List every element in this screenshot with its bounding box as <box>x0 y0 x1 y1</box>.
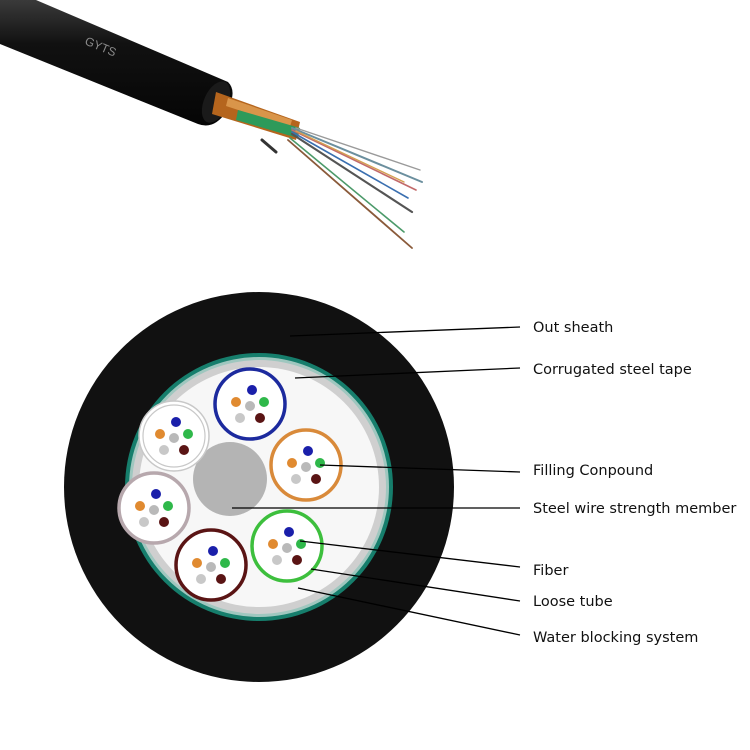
loose-tube-inner-wall <box>142 404 206 468</box>
fiber <box>245 401 255 411</box>
fiber <box>179 445 189 455</box>
leader-filling <box>319 464 521 473</box>
fiber <box>135 501 145 511</box>
fiber <box>282 543 292 553</box>
cross-section <box>64 292 454 682</box>
cable-photo: GYTS <box>0 0 423 249</box>
fiber <box>192 558 202 568</box>
leader-steel-tape <box>294 367 521 379</box>
fiber <box>292 555 302 565</box>
fiber <box>155 429 165 439</box>
fiber <box>151 489 161 499</box>
fiber <box>301 462 311 472</box>
fiber <box>206 562 216 572</box>
fiber <box>216 574 226 584</box>
fiber <box>303 446 313 456</box>
loose-tubes <box>117 367 343 602</box>
fiber <box>183 429 193 439</box>
fiber <box>196 574 206 584</box>
fiber <box>235 413 245 423</box>
fiber <box>149 505 159 515</box>
label-filling-compound: Filling Conpound <box>533 463 653 479</box>
fiber <box>231 397 241 407</box>
label-loose-tube: Loose tube <box>533 594 613 610</box>
fiber <box>259 397 269 407</box>
leader-fiber <box>299 540 521 568</box>
fiber <box>220 558 230 568</box>
fiber <box>268 539 278 549</box>
label-out-sheath: Out sheath <box>533 320 613 336</box>
fiber <box>159 445 169 455</box>
fiber <box>315 458 325 468</box>
label-corrugated-steel-tape: Corrugated steel tape <box>533 362 692 378</box>
leader-lines <box>232 326 521 636</box>
inner-tape-highlight <box>226 98 292 127</box>
fiber-strands <box>260 127 423 249</box>
loose-tube-white <box>138 400 210 472</box>
leader-out-sheath <box>289 326 521 337</box>
cable-jacket <box>0 0 233 126</box>
loose-tube-slate <box>117 471 191 545</box>
leader-water-blocking <box>297 587 521 636</box>
fiber <box>208 546 218 556</box>
fiber <box>284 527 294 537</box>
fiber <box>255 413 265 423</box>
fiber <box>311 474 321 484</box>
loose-tube-brown <box>174 528 248 602</box>
fiber <box>163 501 173 511</box>
fiber <box>139 517 149 527</box>
labels: Out sheath Corrugated steel tape Filling… <box>533 320 736 646</box>
loose-tube-green <box>250 509 324 583</box>
fiber <box>291 474 301 484</box>
green-loose-tube <box>236 110 300 138</box>
label-water-blocking-system: Water blocking system <box>533 630 698 646</box>
fiber <box>272 555 282 565</box>
loose-tube-blue <box>213 367 287 441</box>
label-fiber: Fiber <box>533 563 568 579</box>
steel-wire-strength-member <box>193 442 267 516</box>
leader-loose-tube <box>310 568 521 602</box>
fiber <box>287 458 297 468</box>
label-steel-wire-strength-member: Steel wire strength member <box>533 501 736 517</box>
fiber <box>159 517 169 527</box>
fiber <box>247 385 257 395</box>
fiber <box>171 417 181 427</box>
fiber <box>169 433 179 443</box>
loose-tube-orange <box>269 428 343 502</box>
